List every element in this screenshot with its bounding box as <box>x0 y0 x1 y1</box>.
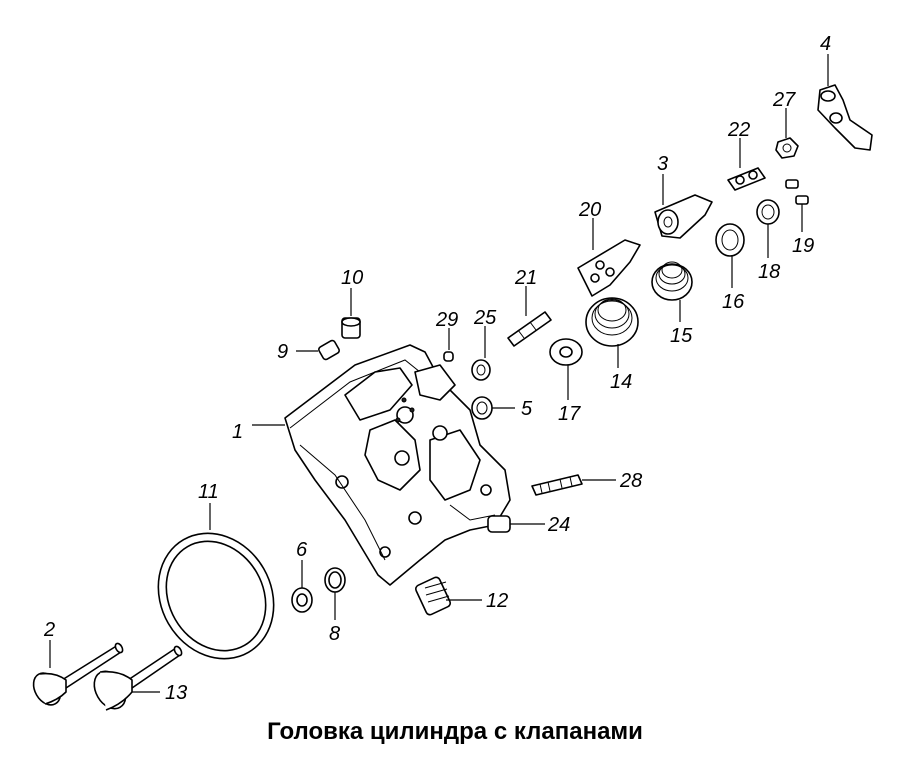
callout-14: 14 <box>610 371 632 393</box>
callout-5: 5 <box>521 398 533 420</box>
callout-11: 11 <box>198 481 219 503</box>
callout-12: 12 <box>486 590 508 612</box>
callout-28: 28 <box>619 470 642 492</box>
callout-6: 6 <box>296 539 308 561</box>
part-10-plug <box>341 317 361 339</box>
part-12-guide <box>414 576 452 616</box>
callout-29: 29 <box>435 309 458 331</box>
callout-21: 21 <box>514 267 537 289</box>
callout-10: 10 <box>341 267 363 289</box>
callout-4: 4 <box>820 33 831 55</box>
callout-15: 15 <box>670 325 693 347</box>
part-13-valve <box>93 645 183 711</box>
part-15-inner-spring <box>651 261 693 301</box>
part-27-nut <box>775 137 799 159</box>
callout-1: 1 <box>232 421 243 443</box>
part-5-nut <box>471 396 493 420</box>
part-16-cup <box>715 223 745 257</box>
part-21-stud <box>507 311 552 347</box>
part-24-sleeve <box>487 515 511 533</box>
part-28-stud <box>531 474 583 496</box>
callout-24: 24 <box>547 514 570 536</box>
callout-16: 16 <box>722 291 745 313</box>
callout-19: 19 <box>792 235 814 257</box>
part-17-washer <box>549 338 583 366</box>
callout-9: 9 <box>277 341 288 363</box>
part-4-rocker-arm <box>817 84 873 151</box>
diagram-caption: Головка цилиндра с клапанами <box>267 718 643 745</box>
part-25-nut <box>471 359 491 381</box>
part-11-gasket-ring <box>157 532 275 660</box>
callout-22: 22 <box>727 119 750 141</box>
part-1-cylinder-head <box>284 344 511 586</box>
part-22-plate <box>727 167 766 191</box>
leader-lines <box>49 54 829 693</box>
callout-27: 27 <box>772 89 796 111</box>
callout-3: 3 <box>657 153 668 175</box>
part-6-seat <box>291 587 313 613</box>
callout-13: 13 <box>165 682 187 704</box>
part-18-washer <box>756 199 780 225</box>
callout-2: 2 <box>43 619 55 641</box>
part-20-bracket <box>577 239 641 297</box>
part-9-plug <box>318 339 340 361</box>
callout-20: 20 <box>578 199 601 221</box>
callout-18: 18 <box>758 261 780 283</box>
callout-labels: 1 2 3 4 5 6 8 9 10 11 12 13 14 15 16 17 … <box>43 33 831 704</box>
callout-8: 8 <box>329 623 340 645</box>
part-29-pin <box>443 351 454 362</box>
callout-25: 25 <box>473 307 497 329</box>
part-3-rocker-bracket <box>654 194 713 239</box>
callout-17: 17 <box>558 403 581 425</box>
part-19-screw <box>785 179 809 205</box>
part-2-valve <box>32 642 124 706</box>
part-14-outer-spring <box>585 297 639 347</box>
part-8-ring <box>324 567 346 593</box>
